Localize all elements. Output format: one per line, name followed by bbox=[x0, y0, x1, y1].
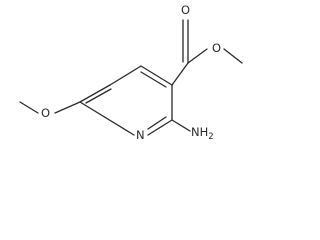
atom-amino-subscript: 2 bbox=[208, 132, 213, 140]
atom-ester-oxygen: O bbox=[212, 41, 221, 55]
atom-carbonyl-oxygen: O bbox=[181, 3, 190, 17]
atom-labels: O O N O NH2 bbox=[41, 3, 221, 140]
atom-amino-group: NH2 bbox=[191, 125, 214, 140]
bond-ring-c6-c5-inner bbox=[85, 88, 112, 104]
atom-amino-main: NH bbox=[191, 125, 208, 139]
bond-ring-c2-n1-inner bbox=[147, 116, 167, 130]
atom-ring-nitrogen: N bbox=[136, 128, 145, 140]
bond-c2-amino bbox=[171, 119, 191, 132]
bond-ring-c5-c4 bbox=[109, 65, 142, 86]
molecule-diagram: O O N O NH2 bbox=[19, 3, 243, 140]
bond-ring-c4-c3 bbox=[140, 65, 173, 86]
bond-ester-o-ch3 bbox=[223, 48, 243, 64]
bond-ring-c6-c5 bbox=[79, 84, 111, 103]
bond-lines bbox=[19, 19, 243, 136]
bond-methoxy-o-ch3 bbox=[19, 101, 39, 114]
bond-c6-methoxy-o bbox=[54, 101, 81, 114]
bond-carbonyl-c-ester-o bbox=[187, 48, 208, 64]
bond-ring-n1-c6 bbox=[79, 101, 135, 136]
atom-methoxy-oxygen: O bbox=[41, 106, 50, 120]
bond-ring-c2-n1 bbox=[147, 119, 173, 136]
bond-c3-carbonyl-c bbox=[171, 62, 189, 86]
bond-ring-c4-c3-inner bbox=[140, 71, 167, 88]
